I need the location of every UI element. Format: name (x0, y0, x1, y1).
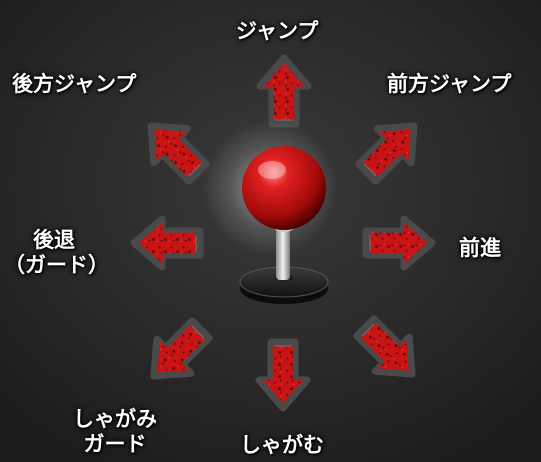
arrow-down-right-icon (353, 315, 416, 378)
arrow-up-icon (256, 54, 312, 128)
label-back-guard: 後退 （ガード） (4, 228, 109, 278)
label-crouch: しゃがむ (240, 433, 324, 457)
arrow-up-left-icon (147, 122, 210, 185)
arrow-left-icon (130, 215, 204, 271)
label-crouch-guard-line2: ガード (83, 432, 147, 456)
arrow-right-icon (362, 215, 436, 271)
arrow-up-right-icon (355, 122, 418, 185)
label-crouch-guard: しゃがみ ガード (55, 407, 175, 457)
label-crouch-guard-line1: しゃがみ (73, 407, 157, 431)
label-back-jump: 後方ジャンプ (12, 72, 137, 96)
label-forward: 前進 (459, 236, 501, 260)
label-back-line2: （ガード） (4, 253, 109, 277)
arcade-joystick-icon (202, 120, 338, 304)
label-forward-jump: 前方ジャンプ (387, 72, 512, 96)
label-back-line1: 後退 (33, 228, 75, 252)
arrow-down-left-icon (150, 317, 213, 380)
arrow-down-icon (255, 338, 311, 412)
label-jump: ジャンプ (236, 19, 319, 43)
